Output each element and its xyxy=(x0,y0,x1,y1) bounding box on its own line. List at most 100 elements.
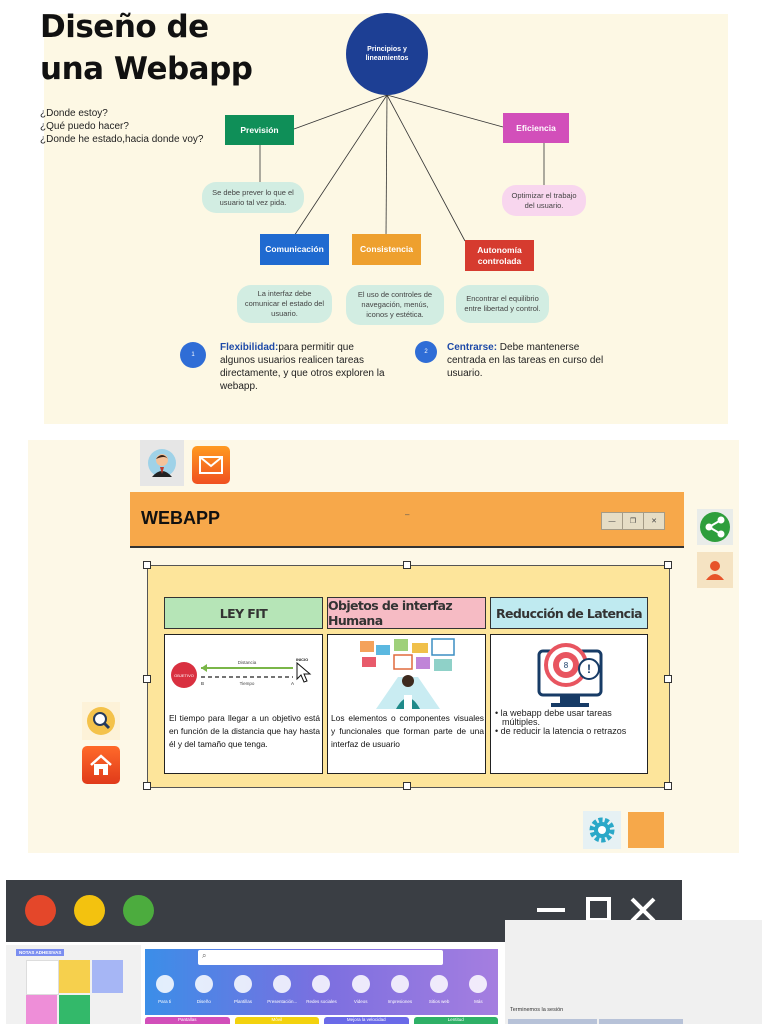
nav-item-mas[interactable]: Más xyxy=(459,975,497,1011)
card-header-objetos: Objetos de interfaz Humana xyxy=(327,597,486,629)
window-controls: — ❐ ✕ xyxy=(601,512,665,530)
nav-item-redes[interactable]: Redes sociales xyxy=(302,975,340,1011)
session-block-2 xyxy=(599,1019,683,1024)
mindmap-title: Diseño de una Webapp xyxy=(40,9,253,87)
resize-handle-mr[interactable] xyxy=(664,675,672,683)
flexibilidad-text: para permitir que algunos usuarios reali… xyxy=(220,342,385,392)
resize-handle-bl[interactable] xyxy=(143,782,151,790)
sticky-note-blue[interactable] xyxy=(92,960,123,993)
minimize-dot[interactable] xyxy=(74,895,105,926)
profile-button[interactable] xyxy=(697,552,733,588)
resize-handle-bm[interactable] xyxy=(403,782,411,790)
search-input[interactable]: ⌕ xyxy=(198,950,443,965)
tab-strip: Pantallas Móvil Mejora la velocidad Lent… xyxy=(145,1017,498,1024)
connector-autonomia xyxy=(386,94,466,242)
search-button[interactable] xyxy=(82,702,120,740)
close-dot[interactable] xyxy=(25,895,56,926)
session-panel xyxy=(505,920,762,1024)
search-icon xyxy=(87,707,115,735)
diagram-a: A xyxy=(291,681,294,686)
profile-icon xyxy=(706,561,724,580)
sticky-note-green[interactable] xyxy=(59,995,90,1024)
node-autonomia: Autonomía controlada xyxy=(465,240,534,271)
sticky-note-white[interactable] xyxy=(26,960,59,995)
question-1: ¿Donde estoy? xyxy=(40,108,108,119)
card-header-ley-fit: LEY FIT xyxy=(164,597,323,629)
header-dash: – xyxy=(405,510,410,519)
centrarse-label: Centrarse: xyxy=(447,342,498,353)
minimize-icon xyxy=(537,908,565,912)
gear-icon xyxy=(589,817,615,843)
diagram-tiempo: Tiempo xyxy=(240,681,255,686)
maximize-dot[interactable] xyxy=(123,895,154,926)
bubble-autonomia: Encontrar el equilibrio entre libertad y… xyxy=(456,285,549,323)
mindmap-connectors xyxy=(259,94,545,242)
share-button[interactable] xyxy=(697,509,733,545)
diagram-inicio: INICIO xyxy=(296,657,308,662)
tab-movil[interactable]: Móvil xyxy=(234,1017,319,1024)
tab-lentitud[interactable]: Lentitud xyxy=(413,1017,498,1024)
tab-velocidad[interactable]: Mejora la velocidad xyxy=(324,1017,409,1024)
latency-bullet-1: • la webapp debe usar tareas múltiples. xyxy=(495,708,612,727)
resize-handle-tr[interactable] xyxy=(664,561,672,569)
session-block-1 xyxy=(508,1019,597,1024)
diagram-b: B xyxy=(201,681,204,686)
sidebar-label: NOTAS ADHESIVAS xyxy=(16,949,65,956)
settings-button[interactable] xyxy=(583,811,621,849)
card-text-ley-fit: El tiempo para llegar a un objetivo está… xyxy=(169,713,320,749)
user-avatar-button[interactable] xyxy=(140,440,184,486)
node-consistencia: Consistencia xyxy=(352,234,421,265)
home-button[interactable] xyxy=(82,746,120,784)
close-button[interactable]: ✕ xyxy=(651,518,657,525)
connector-prevision xyxy=(293,94,388,130)
bullet-flexibilidad: 1 xyxy=(180,342,206,368)
resize-handle-tl[interactable] xyxy=(143,561,151,569)
nav-item-impresiones[interactable]: Impresiones xyxy=(381,975,419,1011)
connector-comunicacion xyxy=(293,94,388,237)
nav-item-plantillas[interactable]: Plantillas xyxy=(224,975,262,1011)
share-icon xyxy=(700,512,730,542)
minimize-button[interactable]: — xyxy=(602,513,623,529)
interface-objects-illustration xyxy=(360,638,455,709)
latency-bullet-list: • la webapp debe usar tareas múltiples. … xyxy=(495,709,645,736)
bubble-consistencia: El uso de controles de navegación, menús… xyxy=(346,285,444,325)
nav-item-diseno[interactable]: Diseño xyxy=(185,975,223,1011)
latency-monitor-icon: 8 ! xyxy=(537,643,603,707)
flexibilidad-label: Flexibilidad: xyxy=(220,342,279,353)
question-3: ¿Donde he estado,hacia donde voy? xyxy=(40,134,204,145)
node-comunicacion: Comunicación xyxy=(260,234,329,265)
principle-flexibilidad: Flexibilidad:para permitir que algunos u… xyxy=(220,341,388,393)
latency-bullet-2: • de reducir la latencia o retrazos xyxy=(495,726,627,736)
home-icon xyxy=(90,754,112,775)
mail-button[interactable] xyxy=(192,446,230,484)
businessman-icon xyxy=(148,449,176,477)
sticky-note-yellow[interactable] xyxy=(59,960,90,993)
tab-pantallas[interactable]: Pantallas xyxy=(145,1017,230,1024)
session-text: Terminemos la sesión xyxy=(510,1007,564,1013)
sticky-note-pink[interactable] xyxy=(26,995,57,1024)
resize-handle-tm[interactable] xyxy=(403,561,411,569)
nav-item-presentaciones[interactable]: Presentación... xyxy=(263,975,301,1011)
connector-consistencia xyxy=(385,94,388,237)
orange-square-button[interactable] xyxy=(628,812,664,848)
svg-text:8: 8 xyxy=(564,661,569,670)
bubble-prevision: Se debe prever lo que el usuario tal vez… xyxy=(202,182,304,213)
resize-handle-br[interactable] xyxy=(664,782,672,790)
resize-handle-ml[interactable] xyxy=(143,675,151,683)
node-eficiencia: Eficiencia xyxy=(503,113,569,143)
question-2: ¿Qué puedo hacer? xyxy=(40,121,129,132)
nav-item-videos[interactable]: Videos xyxy=(342,975,380,1011)
restore-button[interactable]: ❐ xyxy=(623,513,644,529)
maximize-icon xyxy=(586,897,611,922)
principle-centrarse: Centrarse: Debe mantenerse centrada en l… xyxy=(447,341,607,380)
fitts-law-diagram: OBJETIVO Distancia Tiempo B A INICIO xyxy=(171,657,312,688)
center-node: Principios y lineamientos xyxy=(346,13,428,95)
search-input-icon: ⌕ xyxy=(202,951,207,960)
close-icon xyxy=(630,897,656,923)
bubble-comunicacion: La interfaz debe comunicar el estado del… xyxy=(237,285,332,323)
diagram-distancia: Distancia xyxy=(238,660,257,665)
connector-eficiencia xyxy=(386,94,504,128)
card-latencia: 8 ! • la webapp debe usar tareas múltipl… xyxy=(490,634,648,774)
nav-item-sitios[interactable]: Sitios web xyxy=(420,975,458,1011)
nav-item-para-ti[interactable]: Para ti xyxy=(146,975,184,1011)
